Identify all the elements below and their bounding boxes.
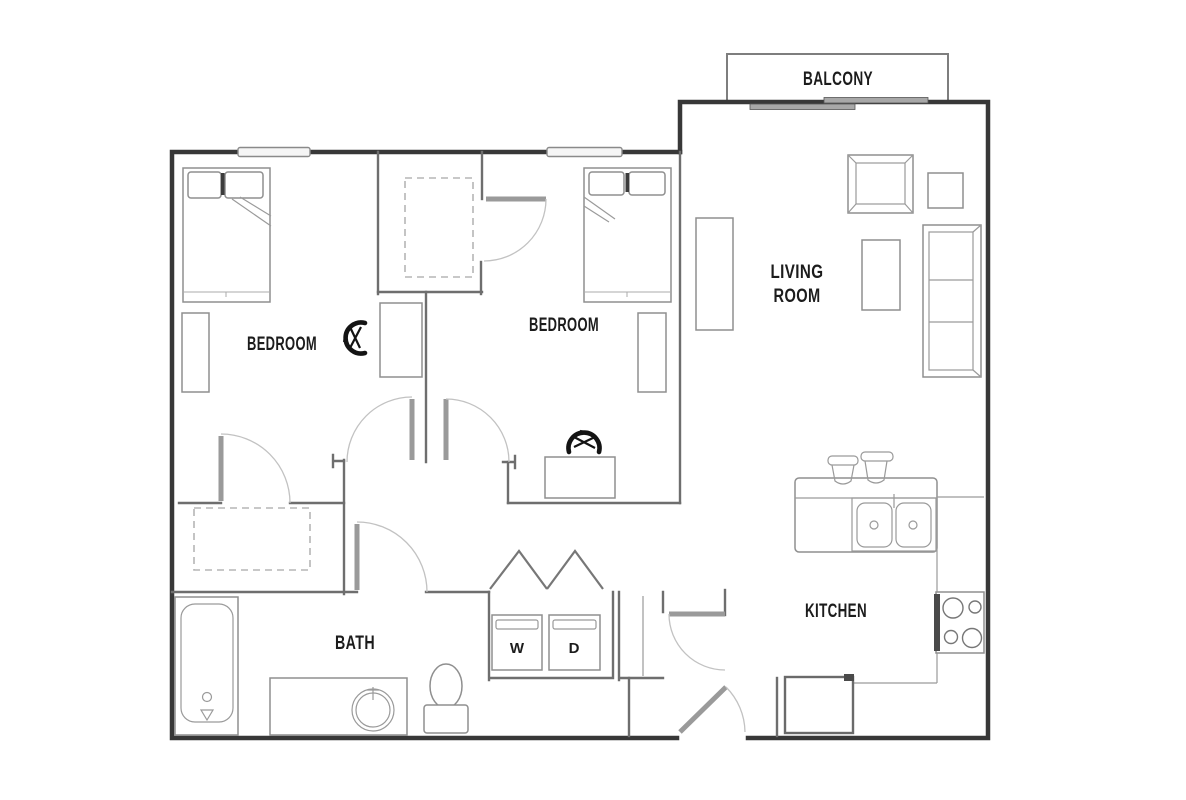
blanket-edge-line	[584, 291, 671, 297]
balcony-label: BALCONY	[803, 69, 873, 90]
bedroom-left-label: BEDROOM	[247, 334, 317, 355]
sink-basin-icon	[895, 502, 932, 548]
blanket-edge-line	[183, 291, 270, 297]
room-bath: BATH	[174, 596, 469, 736]
tv-console-icon	[695, 217, 734, 331]
toilet-icon	[423, 663, 469, 734]
blanket-fold-lines	[231, 196, 272, 227]
pillow-icon	[187, 171, 222, 199]
blanket-fold-lines	[583, 196, 616, 223]
washer-icon	[491, 614, 543, 671]
bedroom-left-window	[237, 146, 311, 158]
pillow-divider	[625, 173, 629, 192]
tub-drain-icon	[201, 691, 213, 703]
vanity-sink-icon	[269, 677, 408, 736]
entry-door-arc	[725, 686, 746, 733]
outer-walls	[169, 99, 991, 741]
door-jamb-left	[331, 453, 346, 469]
living-room-label-line1: LIVING	[771, 262, 824, 283]
tub-faucet-icon	[199, 709, 215, 722]
balcony-slider-panel-2	[749, 103, 856, 110]
burner-icon	[942, 597, 964, 619]
pillow-icon	[628, 171, 666, 196]
entry-door-leaf	[678, 685, 728, 734]
desk-icon	[544, 456, 616, 499]
dresser-icon	[181, 312, 210, 393]
refrigerator-icon	[783, 674, 855, 735]
desk-chair-icon	[566, 429, 602, 455]
desk-chair-icon	[342, 320, 368, 356]
stove-icon	[934, 591, 985, 654]
sink-drain-icon	[869, 520, 879, 530]
faucet-icon	[367, 687, 379, 700]
doors	[218, 196, 746, 734]
pillow-icon	[224, 171, 264, 199]
balcony-wall	[726, 53, 949, 100]
burner-icon	[961, 627, 983, 649]
washer-label: W	[510, 640, 525, 657]
living-room-label-line2: ROOM	[774, 286, 821, 307]
room-bedroom-right: BEDROOM	[529, 167, 672, 499]
wall-pantry-closet	[617, 590, 665, 682]
pantry-door-arc	[668, 613, 726, 671]
pillow-divider	[221, 173, 225, 195]
wall-laundry-closet	[487, 590, 615, 682]
bathtub-icon	[174, 596, 239, 736]
bedroom-right-label: BEDROOM	[529, 315, 599, 336]
closet-shelving	[193, 177, 474, 571]
outer-wall-left	[169, 149, 683, 741]
burner-icon	[943, 629, 959, 645]
room-kitchen: KITCHEN	[783, 451, 985, 735]
desk-icon	[379, 302, 423, 378]
pillow-icon	[588, 171, 625, 196]
bath-label: BATH	[335, 633, 375, 654]
kitchen-island-icon	[794, 477, 938, 553]
burner-icon	[968, 600, 982, 614]
closet1-shelf-outline	[193, 507, 311, 571]
walkin-closet-shelf-outline	[404, 177, 474, 278]
bedroom-right-door-arc	[445, 398, 510, 463]
sink-drain-icon	[908, 520, 918, 530]
laundry-closet: W D	[491, 614, 601, 671]
room-living: LIVING ROOM	[695, 154, 982, 378]
side-table-icon	[927, 172, 964, 209]
dryer-icon	[548, 614, 601, 671]
laundry-bifold-doors	[489, 549, 604, 590]
bar-stool-icon	[827, 455, 859, 485]
balcony: BALCONY	[726, 53, 949, 100]
coffee-table-icon	[861, 239, 901, 311]
windows	[237, 97, 929, 158]
bedroom-left-door-arc	[346, 396, 413, 463]
closet1-door-arc	[220, 433, 291, 504]
dresser-icon	[637, 312, 667, 393]
bar-stool-icon	[860, 451, 894, 484]
sink-basin-icon	[856, 502, 893, 548]
bath-door-arc	[356, 521, 428, 593]
room-bedroom-left: BEDROOM	[181, 167, 423, 393]
armchair-icon	[847, 154, 914, 214]
dryer-label: D	[569, 640, 580, 657]
interior-walls	[170, 150, 779, 738]
balcony-slider-panel-1	[823, 97, 929, 104]
walkin-closet-door-arc	[483, 198, 547, 262]
outer-wall-right	[677, 99, 991, 741]
sofa-icon	[922, 224, 982, 378]
kitchen-label: KITCHEN	[805, 601, 867, 622]
counter-edge-lines	[853, 496, 984, 684]
bedroom-right-window	[546, 146, 623, 158]
